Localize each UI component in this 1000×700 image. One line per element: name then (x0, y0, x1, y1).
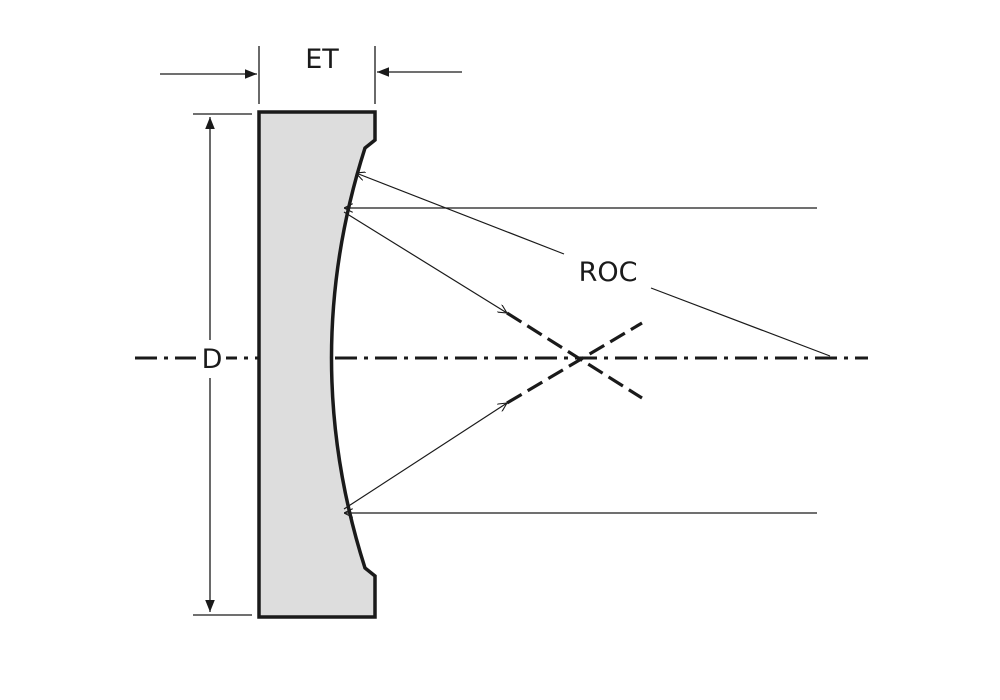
reflected-ray-upper-extension (506, 311, 643, 400)
reflected-ray-lower (343, 403, 507, 510)
concave-lens-body (257, 110, 377, 619)
d-label: D (202, 344, 223, 375)
reflected-ray-lower-extension (506, 321, 643, 405)
roc-label: ROC (579, 257, 638, 288)
et-label: ET (305, 44, 339, 75)
roc-leader-to-surface (356, 173, 565, 255)
reflected-ray-upper (343, 211, 507, 313)
roc-leader-to-center (650, 287, 831, 357)
